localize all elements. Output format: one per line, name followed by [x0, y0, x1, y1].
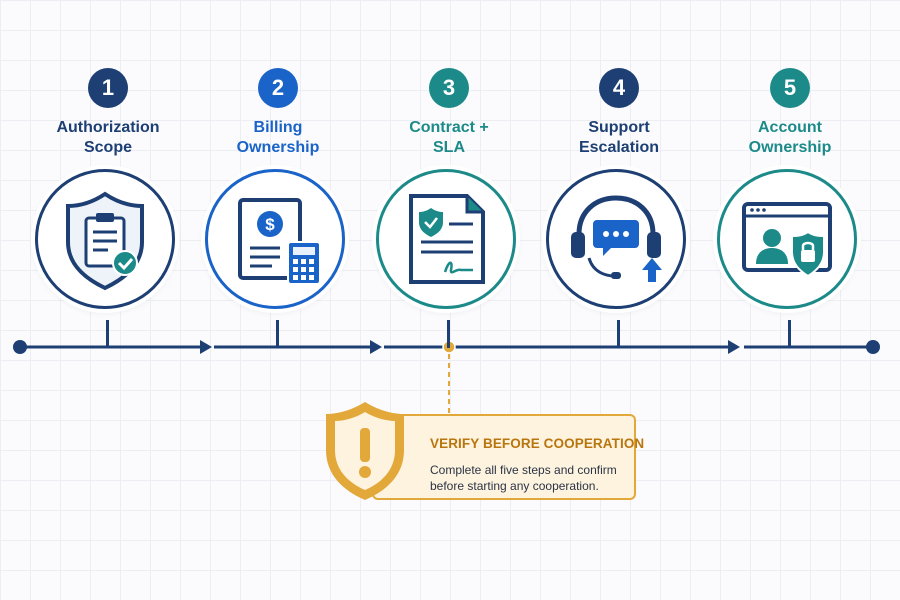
warning-shield-icon: [326, 402, 404, 500]
shield-clipboard-icon: [66, 191, 144, 291]
step-connector: [276, 320, 279, 348]
step-icon-circle: [546, 169, 686, 309]
step-number-badge: 4: [599, 68, 639, 108]
step-number-badge: 2: [258, 68, 298, 108]
step-connector: [617, 320, 620, 348]
step-title: Contract +SLA: [409, 119, 489, 156]
step-icon-circle: [35, 169, 175, 309]
timeline-arrow-2: [370, 340, 382, 354]
step-contract-sla: 3 Contract +SLA: [364, 0, 534, 348]
warning-title: VERIFY BEFORE COOPERATION: [430, 436, 645, 451]
step-number-badge: 1: [88, 68, 128, 108]
step-icon-circle: [376, 169, 516, 309]
timeline-arrow-1: [200, 340, 212, 354]
step-connector: [447, 320, 450, 348]
step-connector: [106, 320, 109, 348]
signed-contract-icon: [409, 194, 485, 284]
timeline-start-dot: [13, 340, 27, 354]
warning-description: Complete all five steps and confirm befo…: [430, 463, 617, 493]
account-lock-icon: [742, 202, 832, 278]
step-connector: [788, 320, 791, 348]
timeline-arrow-3: [728, 340, 740, 354]
step-number-badge: 5: [770, 68, 810, 108]
headset-escalation-icon: [571, 195, 662, 282]
step-icon-circle: $: [205, 169, 345, 309]
verification-warning-box: VERIFY BEFORE COOPERATION Complete all f…: [372, 414, 644, 500]
timeline-end-dot: [866, 340, 880, 354]
step-number-badge: 3: [429, 68, 469, 108]
step-icon-circle: [717, 169, 857, 309]
svg-text:$: $: [265, 215, 275, 234]
invoice-calculator-icon: $: [238, 198, 321, 285]
